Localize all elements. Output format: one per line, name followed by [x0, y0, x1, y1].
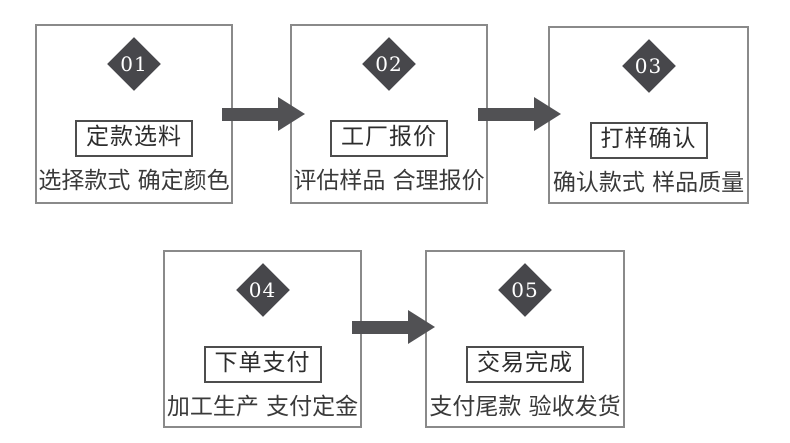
- step-subtitle: 加工生产 支付定金: [166, 393, 359, 420]
- arrow-head: [278, 97, 305, 131]
- step-number: 02: [375, 52, 403, 76]
- step-number: 03: [634, 54, 663, 78]
- step-subtitle: 评估样品 合理报价: [293, 167, 485, 194]
- step-number: 01: [120, 52, 148, 76]
- arrow-shaft: [352, 320, 408, 334]
- step-subtitle: 选择款式 确定颜色: [38, 167, 230, 194]
- step-title: 打样确认: [589, 122, 708, 159]
- step-badge-diamond: 04: [237, 264, 289, 316]
- step-badge-diamond: 05: [499, 264, 551, 316]
- step-card-3: 03 打样确认 确认款式 样品质量: [548, 26, 749, 204]
- step-card-2: 02 工厂报价 评估样品 合理报价: [290, 24, 488, 204]
- step-subtitle: 确认款式 样品质量: [552, 169, 745, 196]
- step-title: 下单支付: [203, 346, 322, 383]
- step-title: 交易完成: [466, 346, 584, 383]
- step-badge-diamond: 02: [363, 38, 415, 90]
- arrow-shaft: [478, 107, 534, 121]
- step-card-5: 05 交易完成 支付尾款 验收发货: [425, 250, 625, 428]
- step-title: 定款选料: [75, 120, 193, 157]
- arrow-head: [408, 310, 435, 344]
- step-title: 工厂报价: [330, 120, 448, 157]
- step-card-4: 04 下单支付 加工生产 支付定金: [163, 250, 362, 428]
- arrow-head: [534, 97, 561, 131]
- step-badge-diamond: 03: [623, 40, 675, 92]
- arrow-right-icon: [352, 310, 435, 344]
- step-card-1: 01 定款选料 选择款式 确定颜色: [35, 24, 233, 204]
- arrow-right-icon: [222, 97, 305, 131]
- arrow-right-icon: [478, 97, 561, 131]
- step-number: 04: [248, 278, 277, 302]
- step-badge-diamond: 01: [108, 38, 160, 90]
- step-number: 05: [511, 278, 539, 302]
- step-subtitle: 支付尾款 验收发货: [429, 393, 621, 420]
- arrow-shaft: [222, 107, 278, 121]
